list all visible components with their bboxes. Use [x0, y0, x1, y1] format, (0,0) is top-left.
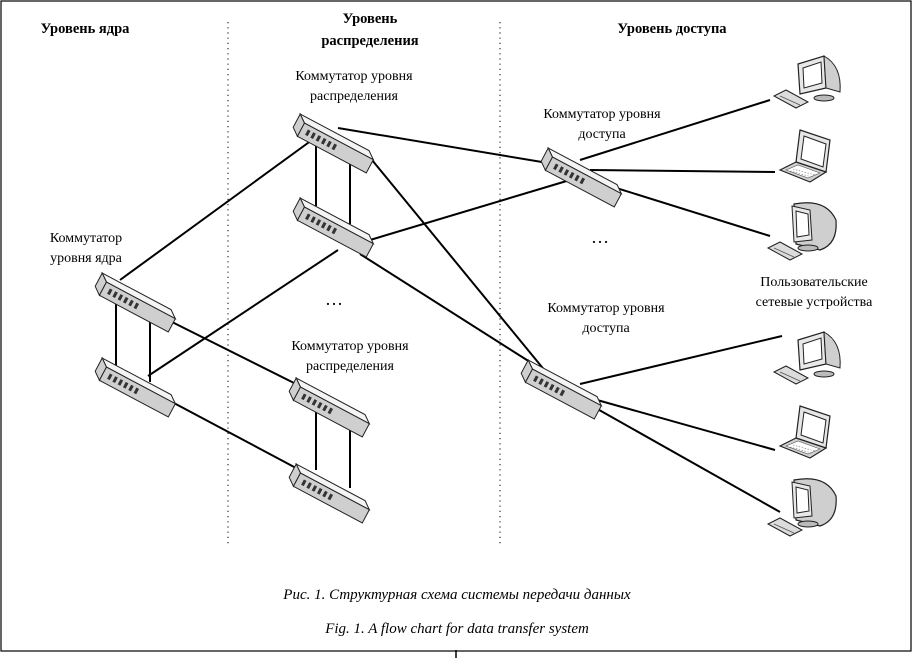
label-access-bottom-line1: Коммутатор уровня: [547, 301, 665, 316]
label-user-devices-line2: сетевые устройства: [756, 295, 873, 310]
link-dist1-acc2: [371, 159, 547, 373]
caption-en: Fig. 1. A flow chart for data transfer s…: [324, 621, 589, 637]
label-access-top-line2: доступа: [578, 127, 626, 142]
header-access: Уровень доступа: [617, 21, 727, 37]
link-acc1-desktop: [579, 99, 771, 161]
ellipsis-distribution: …: [325, 289, 343, 309]
label-core-line2: уровня ядра: [50, 251, 123, 266]
link-dist1-acc1: [337, 127, 567, 167]
label-core-line1: Коммутатор: [50, 231, 122, 246]
link-core2-dist2: [147, 249, 339, 377]
header-distribution-line1: Уровень: [343, 11, 398, 27]
label-dist-bottom-line2: распределения: [306, 359, 394, 374]
label-access-bottom-line2: доступа: [582, 321, 630, 336]
link-acc1-laptop: [589, 169, 776, 173]
caption-ru: Рис. 1. Структурная схема системы переда…: [282, 587, 631, 603]
label-access-top-line1: Коммутатор уровня: [543, 107, 661, 122]
link-acc2-laptop: [589, 397, 776, 451]
header-distribution-line2: распределения: [321, 33, 418, 49]
label-dist-top-line2: распределения: [310, 89, 398, 104]
header-core: Уровень ядра: [41, 21, 131, 37]
ellipsis-access: …: [591, 227, 609, 247]
label-dist-bottom-line1: Коммутатор уровня: [291, 339, 409, 354]
connections: [115, 99, 783, 513]
link-acc2-desktop: [579, 335, 783, 385]
link-dist2-acc1: [369, 179, 571, 241]
link-dist2-acc2: [359, 253, 531, 363]
link-core1-dist1: [119, 139, 313, 281]
label-user-devices-line1: Пользовательские: [760, 275, 867, 290]
link-core1-dist3: [171, 321, 297, 385]
link-core2-dist4: [171, 401, 297, 469]
label-dist-top-line1: Коммутатор уровня: [295, 69, 413, 84]
link-acc2-crt: [584, 401, 781, 513]
link-acc1-crt: [609, 185, 771, 237]
